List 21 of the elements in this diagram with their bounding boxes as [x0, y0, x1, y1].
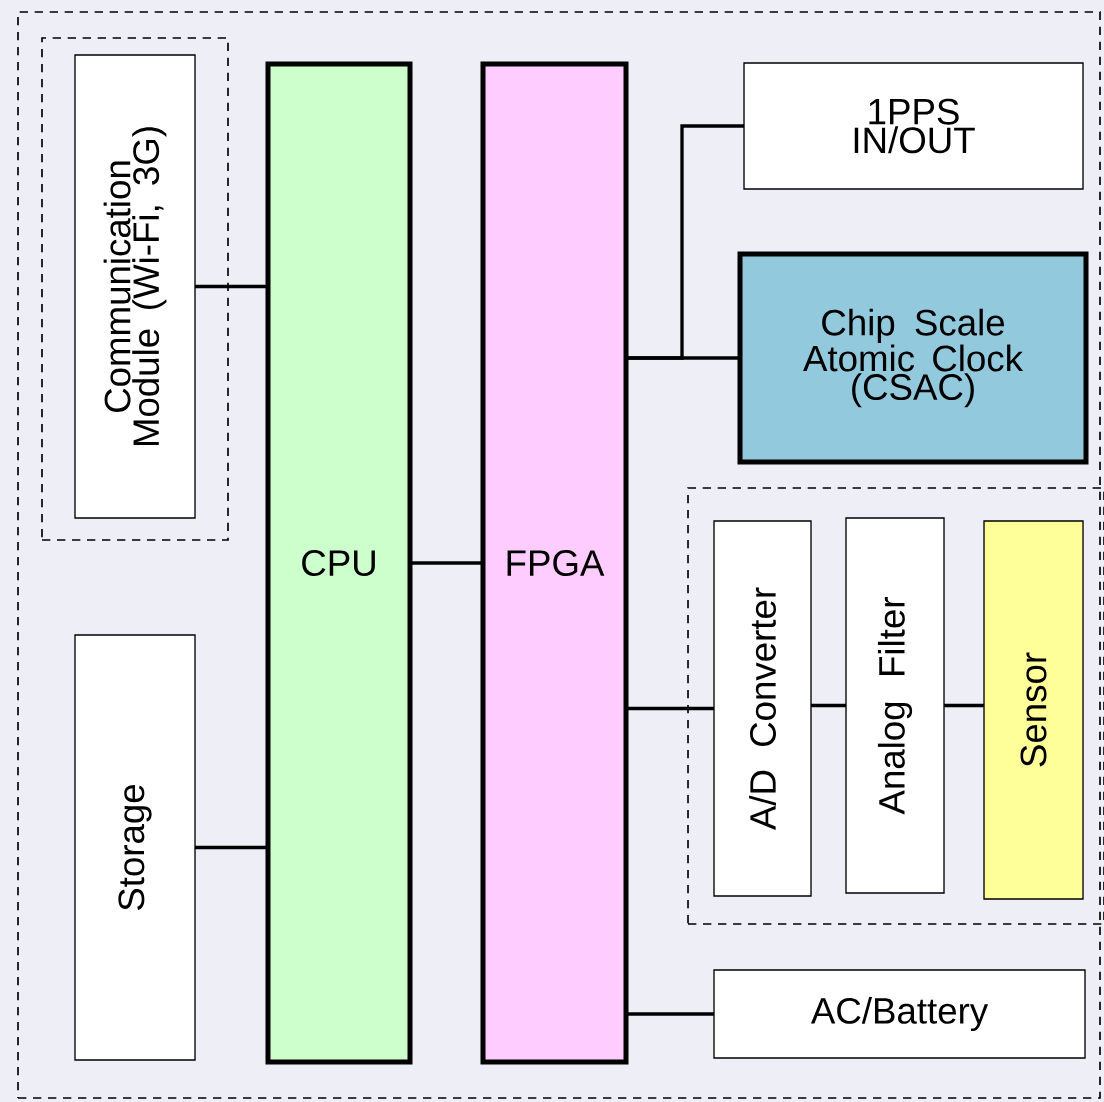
block-box: Chip Scale Atomic Clock (CSAC) [737, 251, 1089, 465]
block-box: 1PPS IN/OUT [743, 62, 1084, 190]
connector-line [626, 356, 740, 360]
connector-line [944, 703, 984, 708]
block-box: Sensor [983, 520, 1084, 900]
block-box: AC/Battery [713, 969, 1086, 1059]
dashed-group-box [687, 487, 1104, 925]
connector-line [626, 706, 714, 711]
dashed-group-box [41, 37, 229, 541]
block-box: Storage [74, 634, 196, 1061]
connector-line [195, 845, 268, 850]
block-box: Communication Module (Wi-Fi, 3G) [74, 54, 196, 519]
block-box: FPGA [480, 61, 629, 1065]
block-box: Analog Filter [845, 517, 945, 894]
dashed-group-box [17, 11, 1101, 1099]
connector-line [626, 1012, 714, 1016]
block-box: A/D Converter [713, 520, 812, 897]
connector-line [811, 703, 846, 708]
connector-line [195, 284, 268, 289]
block-box: CPU [265, 61, 413, 1065]
connector-line [410, 561, 483, 565]
